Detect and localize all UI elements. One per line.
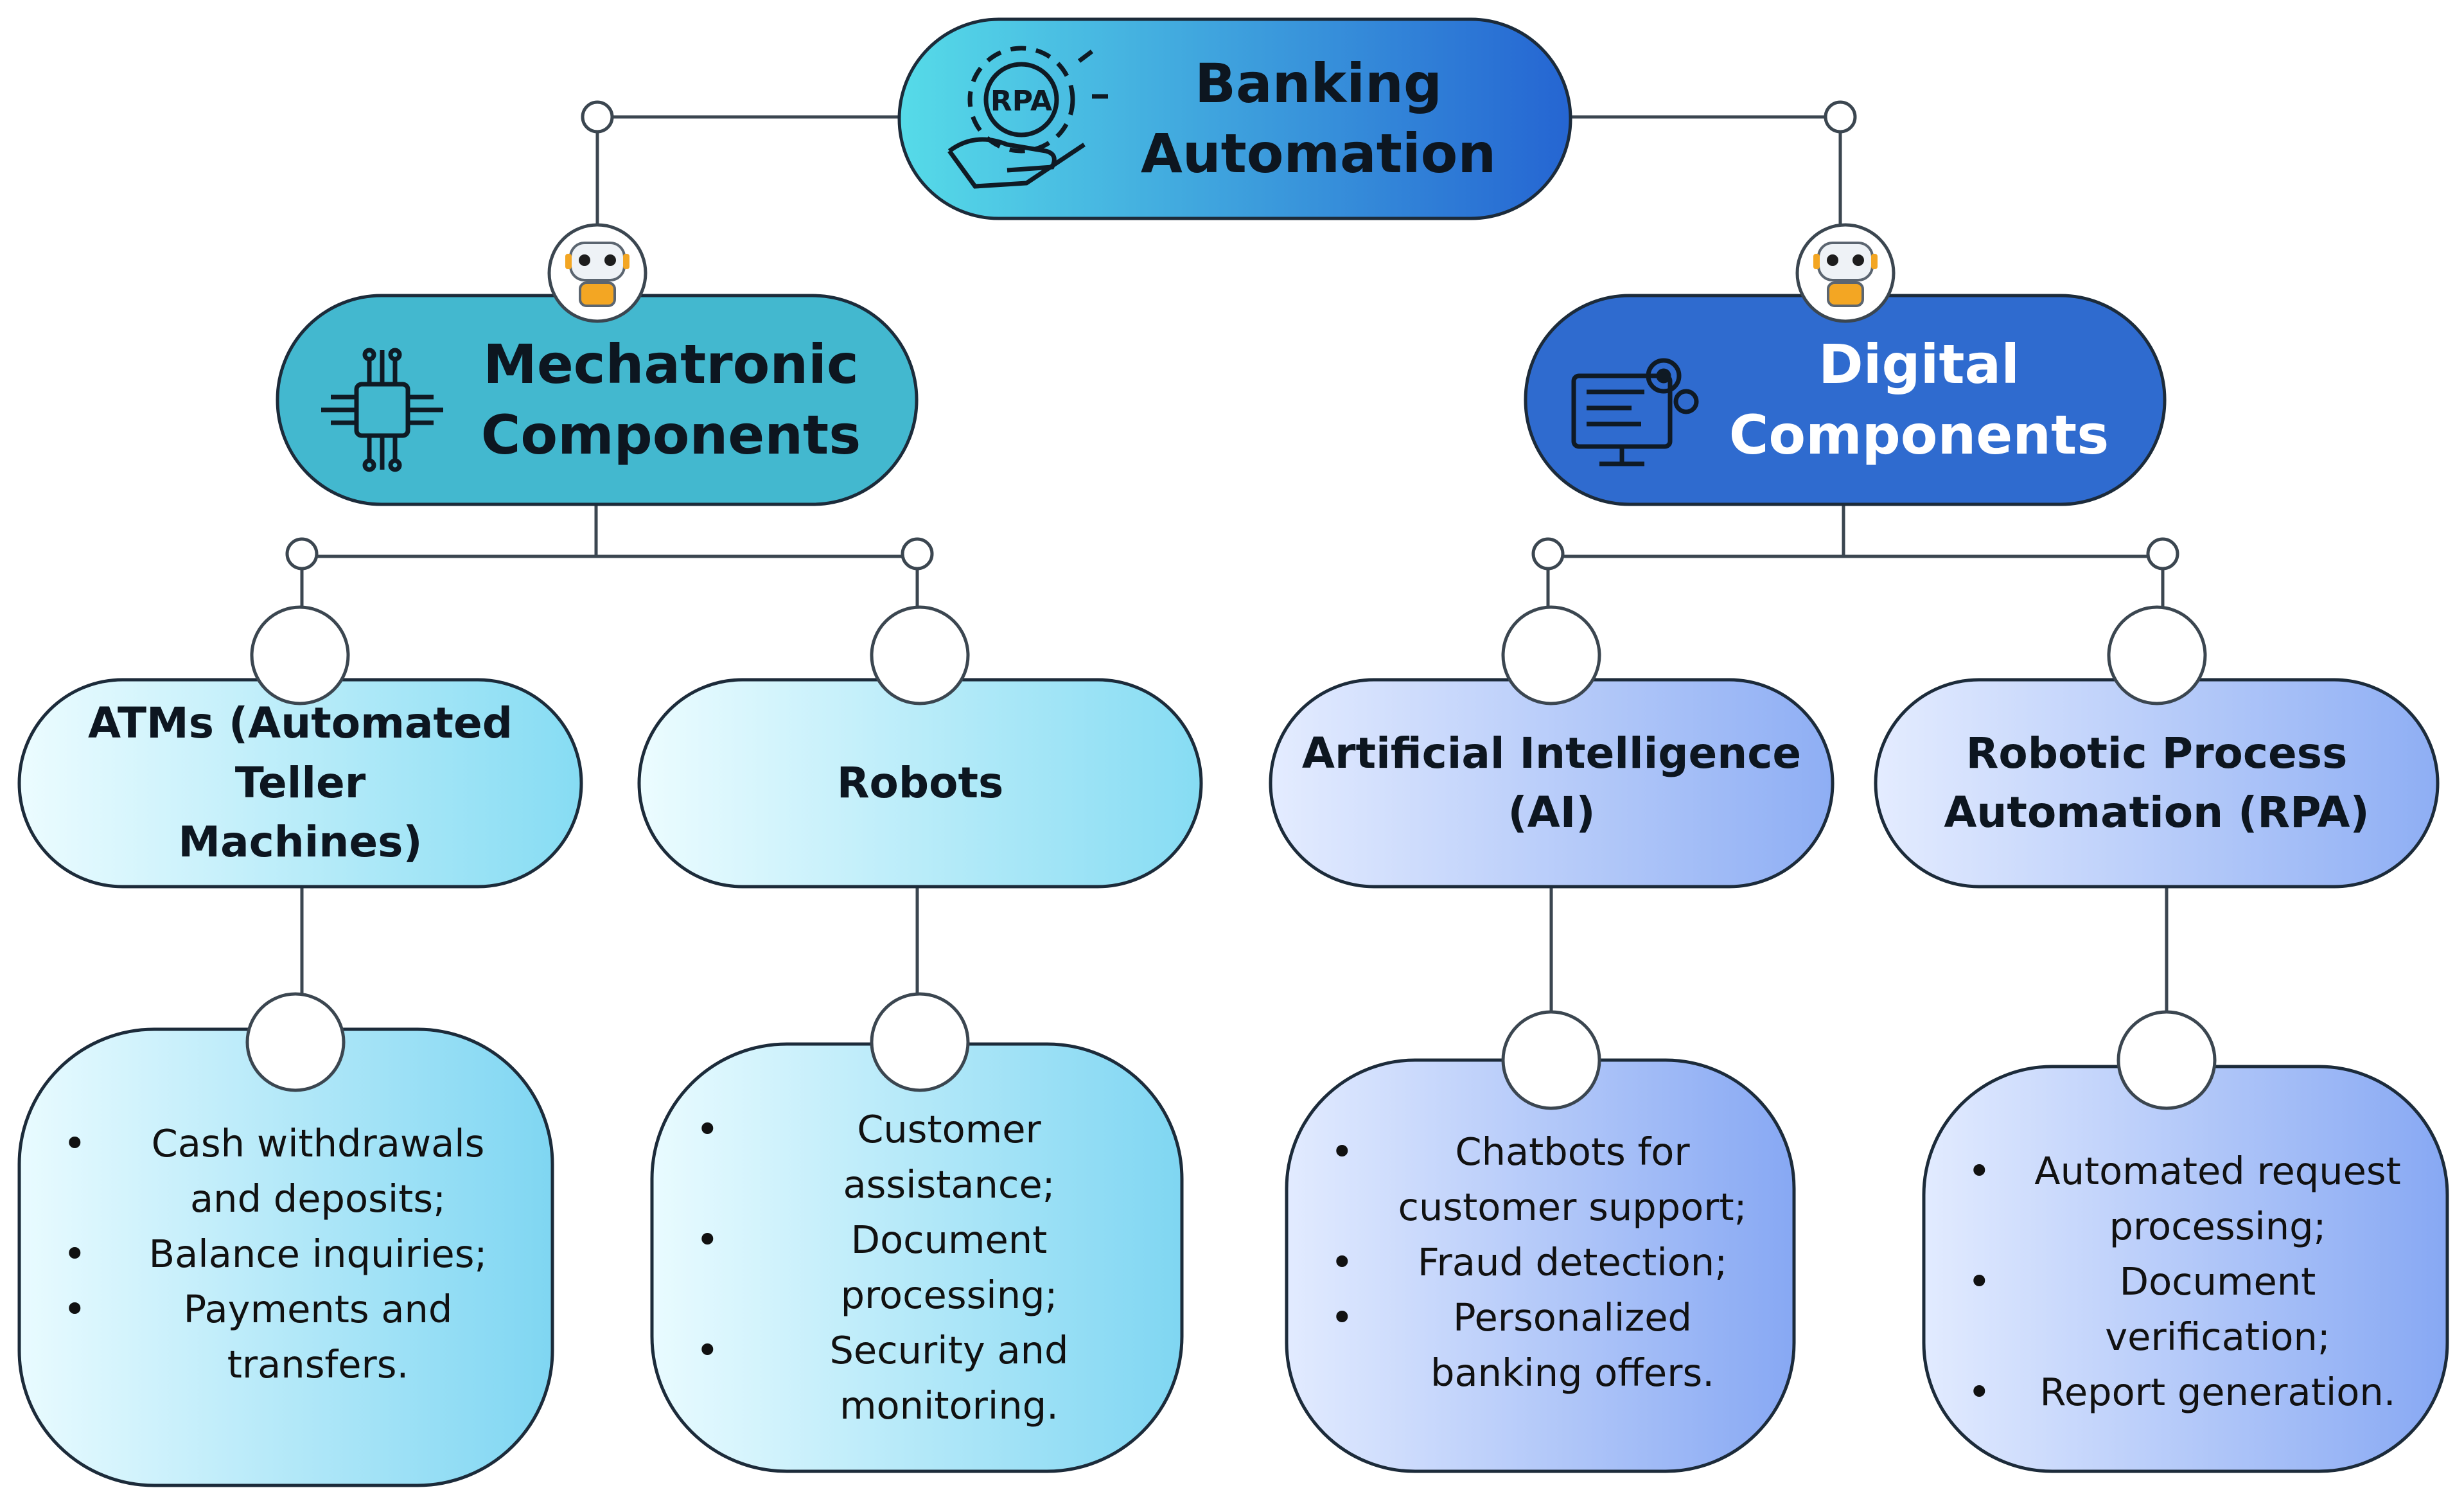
detail-card-atms: Cash withdrawals and deposits; Balance i…	[19, 1029, 552, 1485]
robot-avatar-left	[547, 223, 647, 323]
bullet-item: Document	[1924, 1254, 2447, 1309]
root-title-line1: Banking	[1194, 51, 1443, 115]
bullet-continuation: processing;	[840, 1273, 1058, 1317]
bullet-continuation: banking offers.	[1430, 1351, 1714, 1395]
child-node-robots: Robots	[639, 680, 1201, 887]
bullet-continuation: monitoring.	[840, 1383, 1059, 1428]
rpa-gear-hand-icon	[947, 46, 1108, 189]
bullet-item: Payments and	[19, 1282, 552, 1337]
root-title-line2: Automation	[1140, 122, 1497, 185]
bullet-item: Fraud detection;	[1287, 1235, 1794, 1290]
bullet-continuation: verification;	[2105, 1315, 2330, 1359]
bullet-list: Chatbots for customer support; Fraud det…	[1287, 1124, 1794, 1401]
bullet-list: Automated request processing; Document v…	[1924, 1144, 2447, 1420]
bullet-continuation: and deposits;	[190, 1176, 446, 1221]
chip-icon	[321, 348, 443, 472]
detail-card-rpa: Automated request processing; Document v…	[1924, 1067, 2447, 1471]
detail-card-ai: Chatbots for customer support; Fraud det…	[1287, 1060, 1794, 1471]
bullet-continuation: customer support;	[1398, 1185, 1747, 1229]
bullet-continuation: assistance;	[843, 1162, 1055, 1207]
branch-title-line1: Digital	[1818, 333, 2020, 396]
bullet-item: Chatbots for	[1287, 1124, 1794, 1180]
branch-node-mechatronic: Mechatronic Components	[277, 296, 917, 504]
child-title-line1: Robots	[836, 757, 1004, 808]
bullet-list: Customer assistance; Document processing…	[652, 1102, 1182, 1433]
branch-title-line2: Components	[480, 403, 861, 466]
svg-text:RPA: RPA	[990, 85, 1052, 118]
bullet-item: Personalized	[1287, 1290, 1794, 1345]
detail-card-robots: Customer assistance; Document processing…	[652, 1044, 1182, 1471]
bullet-item: Customer	[652, 1102, 1182, 1157]
child-node-rpa: Robotic Process Automation (RPA)	[1876, 680, 2438, 887]
root-node-banking-automation: Banking Automation	[899, 19, 1571, 218]
child-title-line1: ATMs (Automated Teller	[88, 698, 513, 808]
child-title-line1: Artificial Intelligence	[1301, 728, 1802, 778]
bullet-item: Automated request	[1924, 1144, 2447, 1199]
bullet-continuation: processing;	[2109, 1204, 2327, 1248]
branch-title-line2: Components	[1729, 403, 2109, 466]
bullet-item: Document	[652, 1212, 1182, 1268]
child-title-line1: Robotic Process	[1966, 728, 2348, 778]
child-node-ai: Artificial Intelligence (AI)	[1271, 680, 1833, 887]
monitor-gears-icon	[1571, 358, 1699, 466]
child-title-line2: Machines)	[178, 817, 423, 867]
child-node-atms: ATMs (Automated Teller Machines)	[19, 680, 581, 887]
bullet-continuation: transfers.	[227, 1342, 409, 1386]
branch-title-line1: Mechatronic	[483, 333, 859, 396]
robot-avatar-right	[1795, 223, 1896, 323]
bullet-item: Cash withdrawals	[19, 1116, 552, 1171]
branch-node-digital: Digital Components	[1526, 296, 2165, 504]
root-node-shape	[897, 17, 1572, 220]
bullet-item: Report generation.	[1924, 1365, 2447, 1420]
bullet-list: Cash withdrawals and deposits; Balance i…	[19, 1116, 552, 1392]
child-title-line2: (AI)	[1508, 788, 1596, 837]
child-title-line2: Automation (RPA)	[1944, 788, 2370, 837]
bullet-item: Balance inquiries;	[19, 1227, 552, 1282]
bullet-item: Security and	[652, 1323, 1182, 1378]
